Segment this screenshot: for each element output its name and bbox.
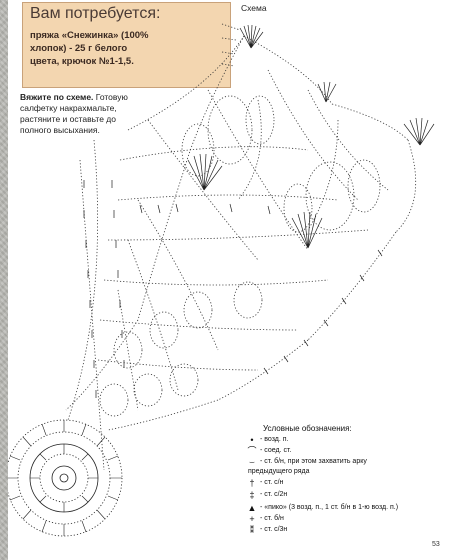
- chain-arch: [118, 195, 338, 200]
- chain-arch: [128, 240, 178, 390]
- chain-loop: [284, 184, 312, 232]
- center-circle-motif: [8, 420, 122, 536]
- chain-arch: [100, 320, 298, 330]
- stitch-fan: [318, 82, 336, 102]
- stitch-fan: [188, 154, 222, 190]
- chain-loop: [306, 162, 354, 230]
- double-crochet-icon: †: [246, 478, 258, 489]
- stitch-ring: [52, 466, 76, 490]
- chain-arch: [308, 232, 396, 340]
- magazine-page: Вам потребуется: пряжа «Снежинка» (100% …: [8, 0, 449, 560]
- chain-arch: [238, 100, 261, 200]
- chain-stitch-icon: •: [246, 435, 258, 446]
- chain-arch: [244, 36, 332, 104]
- chain-arch: [108, 230, 368, 240]
- legend-item: † - ст. с/н: [246, 478, 446, 489]
- chain-arch: [118, 290, 138, 410]
- chain-arch: [66, 320, 138, 410]
- radial-stitches: [8, 420, 122, 536]
- legend-title: Условные обозначения:: [263, 424, 352, 433]
- chain-loop: [170, 364, 198, 396]
- stitch-fan: [292, 212, 322, 248]
- single-crochet-icon: +: [246, 514, 258, 525]
- stitch-marks: [140, 204, 270, 214]
- chain-arch: [128, 36, 244, 130]
- legend-text: - «пико» (3 возд. п., 1 ст. б/н в 1-ю во…: [260, 504, 398, 511]
- chain-arch: [68, 140, 98, 420]
- chain-loop: [150, 312, 178, 348]
- chain-arch: [308, 120, 338, 230]
- chain-loop: [134, 374, 162, 406]
- legend-text: - соед. ст.: [260, 447, 291, 454]
- leader-line: [222, 38, 236, 40]
- chain-loop: [184, 292, 212, 328]
- chain-arch: [184, 36, 244, 170]
- chain-arch: [138, 170, 184, 320]
- legend-item: ‡ - ст. с/2н: [246, 490, 446, 501]
- picot-icon: ▲: [246, 503, 258, 514]
- chain-arch: [208, 90, 308, 250]
- chain-arch: [218, 340, 308, 400]
- legend-item: ▲ - «пико» (3 возд. п., 1 ст. б/н в 1-ю …: [246, 503, 446, 514]
- legend-item: ⌒ - соед. ст.: [246, 446, 446, 457]
- legend-item: + - ст. б/н: [246, 514, 446, 525]
- triple-treble-crochet-icon: ⁑: [246, 525, 258, 536]
- chain-arch: [80, 160, 104, 470]
- chain-arch: [268, 70, 358, 200]
- legend-item: предыдущего ряда: [246, 467, 446, 478]
- leader-line: [222, 24, 240, 30]
- page-number: 53: [432, 541, 440, 548]
- chain-arch: [396, 140, 416, 232]
- legend-item: • - возд. п.: [246, 435, 446, 446]
- legend-text: - возд. п.: [260, 436, 289, 443]
- legend-item: ⁑ - ст. с/3н: [246, 525, 446, 536]
- leader-line: [222, 64, 234, 66]
- chain-loop: [234, 282, 262, 318]
- chain-arch: [108, 400, 218, 430]
- slip-stitch-icon: ⌒: [246, 446, 258, 457]
- stitch-marks: [264, 250, 382, 374]
- legend-text: - ст. с/н: [260, 479, 283, 486]
- chain-arch: [104, 280, 328, 285]
- chain-loop: [100, 384, 128, 416]
- center-ring: [60, 474, 68, 482]
- chain-loop: [246, 96, 274, 144]
- chain-arch: [98, 360, 258, 370]
- chain-arch: [308, 90, 388, 190]
- treble-crochet-icon: ‡: [246, 490, 258, 501]
- stitch-marks: [84, 180, 96, 398]
- legend-text: - ст. б/н: [260, 515, 284, 522]
- legend-text: - ст. с/3н: [260, 526, 287, 533]
- chain-ring: [40, 454, 88, 502]
- chain-arch: [148, 120, 258, 260]
- chain-arch: [332, 104, 408, 140]
- leader-line: [222, 52, 234, 54]
- stitch-marks: [112, 180, 124, 368]
- legend-text: предыдущего ряда: [248, 468, 310, 475]
- legend-text: - ст. б/н, при этом захватить арку: [260, 458, 367, 465]
- legend-text: - ст. с/2н: [260, 491, 287, 498]
